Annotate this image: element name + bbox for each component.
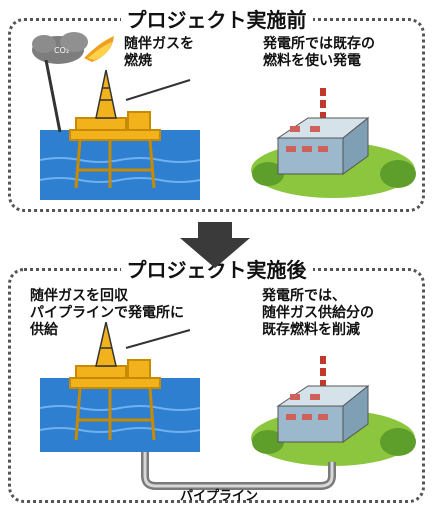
co2-label: CO₂ bbox=[54, 46, 69, 55]
before-plant-text: 発電所では既存の 燃料を使い発電 bbox=[263, 36, 375, 69]
pipeline-label: パイプライン bbox=[180, 489, 259, 504]
before-title: プロジェクト実施前 bbox=[120, 4, 313, 33]
recover-text: 随伴ガスを回収 パイプラインで発電所に 供給 bbox=[30, 288, 184, 338]
power-plant-after bbox=[251, 356, 416, 466]
down-arrow-icon bbox=[180, 222, 250, 268]
offshore-platform-before bbox=[40, 60, 200, 200]
after-plant-text: 発電所では、 随伴ガス供給分の 既存燃料を削減 bbox=[262, 288, 374, 338]
offshore-platform-after bbox=[40, 322, 200, 452]
power-plant-before bbox=[251, 88, 416, 198]
co2-cloud-icon: CO₂ bbox=[32, 32, 114, 64]
flare-text: 随伴ガスを 燃焼 bbox=[124, 36, 194, 69]
